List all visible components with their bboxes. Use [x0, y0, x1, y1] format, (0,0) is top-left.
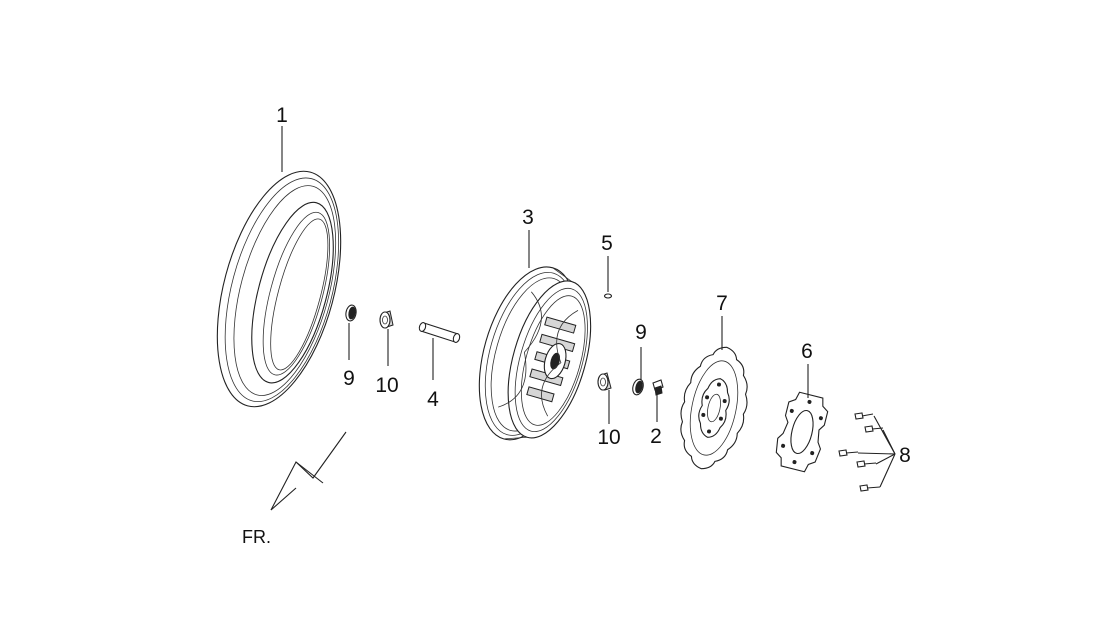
callout-6-shield-plate: 6: [801, 340, 813, 363]
callout-10-bearing-left: 10: [375, 374, 398, 397]
bolt[interactable]: [856, 460, 877, 468]
balance-weight[interactable]: [603, 293, 613, 299]
callout-4-axle-collar: 4: [427, 388, 439, 411]
bolt[interactable]: [854, 412, 874, 420]
bolt[interactable]: [864, 425, 884, 433]
brake-disc[interactable]: [670, 341, 758, 475]
rim[interactable]: [461, 256, 608, 455]
oil-seal-right[interactable]: [631, 378, 645, 396]
tire[interactable]: [195, 158, 364, 420]
bolt[interactable]: [859, 484, 881, 492]
bolt[interactable]: [838, 449, 859, 457]
callout-10-bearing-right: 10: [597, 426, 620, 449]
front-direction-arrow-icon: [270, 431, 347, 511]
bolts[interactable]: [838, 412, 884, 492]
bearing-left[interactable]: [379, 310, 394, 329]
oil-seal-left[interactable]: [345, 304, 358, 322]
callout-7-brake-disc: 7: [716, 292, 728, 315]
callout-8-bolts: 8: [899, 444, 911, 467]
callout-1-tire: 1: [276, 104, 288, 127]
callout-9-oil-seal-right: 9: [635, 321, 647, 344]
valve[interactable]: [652, 379, 664, 396]
callout-5-balance-weight: 5: [601, 232, 613, 255]
axle-collar[interactable]: [418, 322, 461, 343]
leader-lines-8: [857, 415, 896, 488]
callout-2-valve: 2: [650, 425, 662, 448]
shield-plate[interactable]: [771, 390, 832, 474]
callout-9-oil-seal-left: 9: [343, 367, 355, 390]
direction-label: FR.: [242, 527, 271, 547]
bearing-right[interactable]: [597, 372, 612, 391]
callout-3-rim: 3: [522, 206, 534, 229]
